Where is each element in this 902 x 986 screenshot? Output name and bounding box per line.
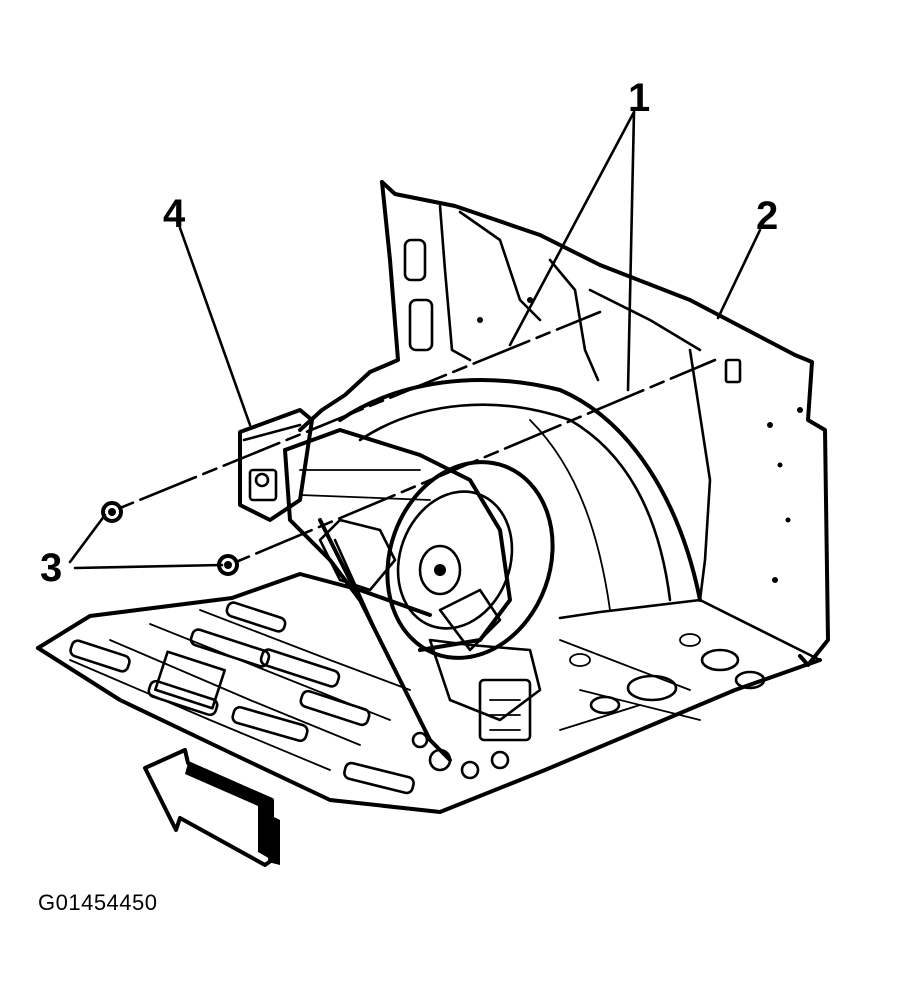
callout-3: 3 [40, 546, 63, 590]
floor-pan [36, 572, 822, 814]
quarter-panel [298, 180, 830, 667]
callout-1: 1 [628, 76, 651, 120]
figure-code: G01454450 [38, 890, 158, 915]
blower-motor-assembly [283, 428, 555, 780]
alignment-lines [118, 310, 717, 564]
leader-lines [68, 110, 762, 570]
fasteners [101, 501, 239, 576]
callout-2: 2 [756, 194, 779, 238]
callout-4: 4 [163, 192, 186, 236]
mounting-bracket [238, 408, 314, 522]
front-direction-arrow-icon [143, 748, 280, 867]
